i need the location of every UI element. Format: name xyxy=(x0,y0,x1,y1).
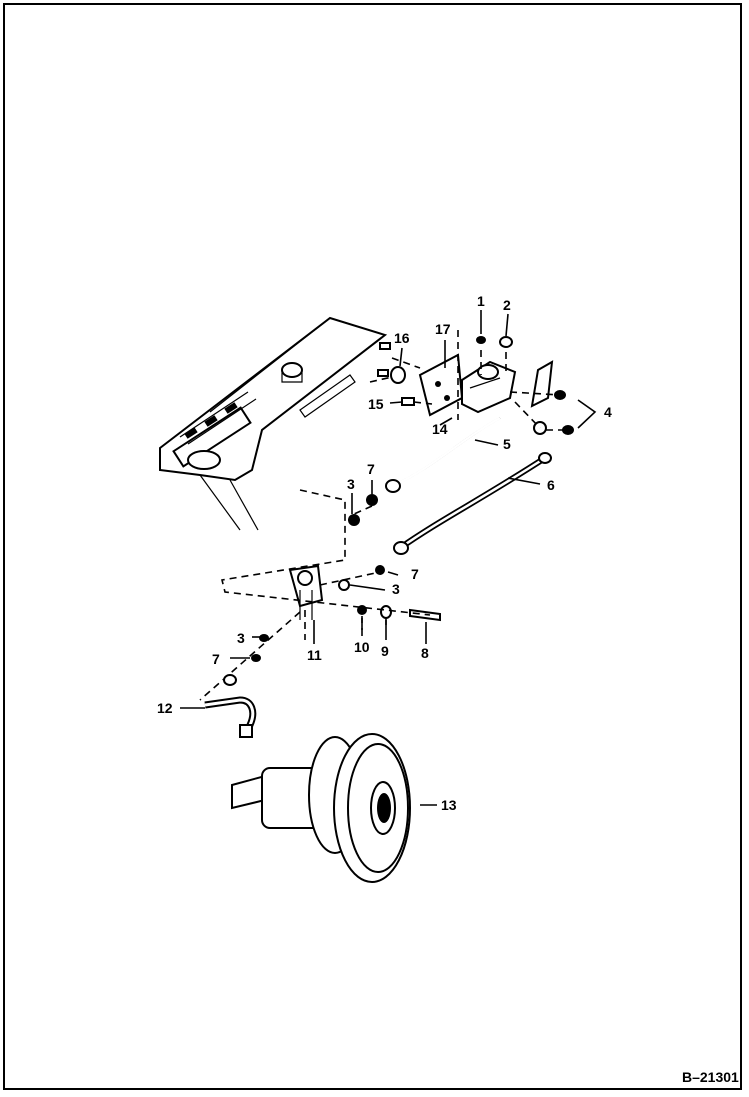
callout-1: 1 xyxy=(477,293,485,309)
callout-17: 17 xyxy=(435,321,451,337)
callout-16: 16 xyxy=(394,330,410,346)
leader-lines xyxy=(180,310,597,806)
callout-11: 11 xyxy=(307,647,322,663)
callout-3-mid: 3 xyxy=(392,581,400,597)
callout-7-mid: 7 xyxy=(411,566,419,582)
hoses xyxy=(385,416,552,555)
fittings-lower xyxy=(204,634,269,738)
callout-2: 2 xyxy=(503,297,511,313)
assembly-lines-upper xyxy=(369,330,568,431)
diagram-frame xyxy=(3,3,742,1090)
callout-4: 4 xyxy=(604,404,612,420)
callout-9: 9 xyxy=(381,643,389,659)
callout-8: 8 xyxy=(421,645,429,661)
callout-3-lower: 3 xyxy=(237,630,245,646)
callout-6: 6 xyxy=(547,477,555,493)
hardware xyxy=(377,336,574,435)
callout-15: 15 xyxy=(368,396,384,412)
callout-3-upper: 3 xyxy=(347,476,355,492)
callout-13: 13 xyxy=(441,797,457,813)
figure-id: B–21301 xyxy=(682,1069,739,1085)
fittings-mid xyxy=(288,494,441,622)
callout-10: 10 xyxy=(354,639,370,655)
callouts: 1 2 17 16 15 14 5 4 6 7 3 7 3 3 7 10 9 8… xyxy=(157,293,612,813)
frame-rail xyxy=(159,316,388,531)
callout-7-upper: 7 xyxy=(367,461,375,477)
callout-12: 12 xyxy=(157,700,173,716)
callout-5: 5 xyxy=(503,436,511,452)
pulley xyxy=(231,733,411,883)
callout-7-lower: 7 xyxy=(212,651,220,667)
valve-assembly xyxy=(418,353,554,417)
callout-14: 14 xyxy=(432,421,448,437)
